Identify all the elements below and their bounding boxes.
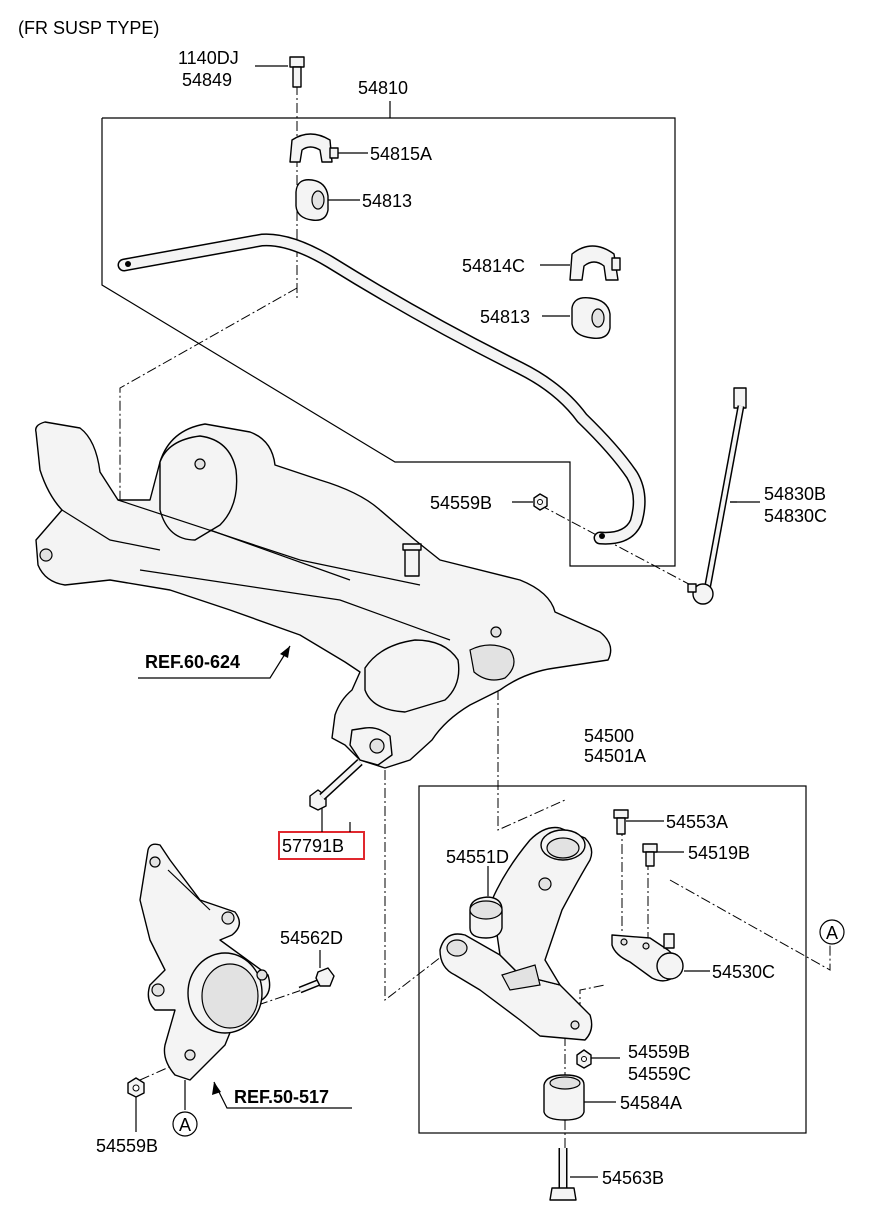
nut-54559b-upper[interactable] xyxy=(533,493,548,511)
bolt-57791b[interactable] xyxy=(309,759,363,811)
bolt-54562d[interactable] xyxy=(298,967,335,994)
label-54519b[interactable]: 54519B xyxy=(688,843,750,863)
label-54530c[interactable]: 54530C xyxy=(712,962,775,982)
label-54501a[interactable]: 54501A xyxy=(584,746,646,766)
label-54563b[interactable]: 54563B xyxy=(602,1168,664,1188)
nut-54559b-lower[interactable] xyxy=(127,1077,145,1098)
steering-knuckle[interactable] xyxy=(139,843,271,1081)
label-54559b-upper[interactable]: 54559B xyxy=(430,493,492,513)
label-54810[interactable]: 54810 xyxy=(358,78,408,98)
front-crossmember[interactable] xyxy=(35,421,612,769)
bushing-bracket-54814c[interactable] xyxy=(569,245,621,281)
label-54584a[interactable]: 54584A xyxy=(620,1093,682,1113)
bushing-bracket-54815a[interactable] xyxy=(289,133,339,163)
label-54830b[interactable]: 54830B xyxy=(764,484,826,504)
bolt-54563b[interactable] xyxy=(549,1148,577,1201)
lower-control-arm[interactable] xyxy=(439,826,593,1041)
label-57791b[interactable]: 57791B xyxy=(282,836,344,856)
callout-a-circle-right xyxy=(819,919,845,945)
label-54553a[interactable]: 54553A xyxy=(666,812,728,832)
ref-label-50-517[interactable]: REF.50-517 xyxy=(234,1087,329,1107)
leader-lines xyxy=(135,65,760,1178)
ball-joint-54530c[interactable] xyxy=(611,933,684,982)
label-54813-top[interactable]: 54813 xyxy=(362,191,412,211)
bushing-54813-top[interactable] xyxy=(295,179,329,221)
nut-54559b-arm[interactable] xyxy=(576,1049,592,1069)
bolt-54553a[interactable] xyxy=(613,809,629,835)
stabilizer-bar[interactable] xyxy=(117,233,646,545)
label-54562d[interactable]: 54562D xyxy=(280,928,343,948)
label-54551d[interactable]: 54551D xyxy=(446,847,509,867)
lower-arm-group-box xyxy=(418,785,807,1134)
callout-a-right: A xyxy=(826,923,838,943)
bushing-54584a[interactable] xyxy=(543,1074,585,1121)
label-54814c[interactable]: 54814C xyxy=(462,256,525,276)
label-54500[interactable]: 54500 xyxy=(584,726,634,746)
label-1140dj[interactable]: 1140DJ xyxy=(178,48,239,68)
bolt-1140dj[interactable] xyxy=(289,56,305,88)
bushing-54551d[interactable] xyxy=(469,896,503,939)
label-54813-lower[interactable]: 54813 xyxy=(480,307,530,327)
callout-a-circle-left xyxy=(172,1111,198,1137)
guide-lines xyxy=(119,85,831,1150)
callout-a-left: A xyxy=(179,1115,191,1135)
label-54559b-arm[interactable]: 54559B xyxy=(628,1042,690,1062)
bolt-54519b[interactable] xyxy=(642,843,658,867)
label-54830c[interactable]: 54830C xyxy=(764,506,827,526)
stabilizer-bar-group-box xyxy=(101,117,676,567)
label-54815a[interactable]: 54815A xyxy=(370,144,432,164)
diagram-title: (FR SUSP TYPE) xyxy=(18,18,159,38)
label-54849[interactable]: 54849 xyxy=(182,70,232,90)
label-54559b-lower[interactable]: 54559B xyxy=(96,1136,158,1156)
bushing-54813-lower[interactable] xyxy=(571,297,611,339)
label-54559c[interactable]: 54559C xyxy=(628,1064,691,1084)
stabilizer-link-54830b[interactable] xyxy=(687,387,747,605)
ref-label-60-624[interactable]: REF.60-624 xyxy=(145,652,240,672)
